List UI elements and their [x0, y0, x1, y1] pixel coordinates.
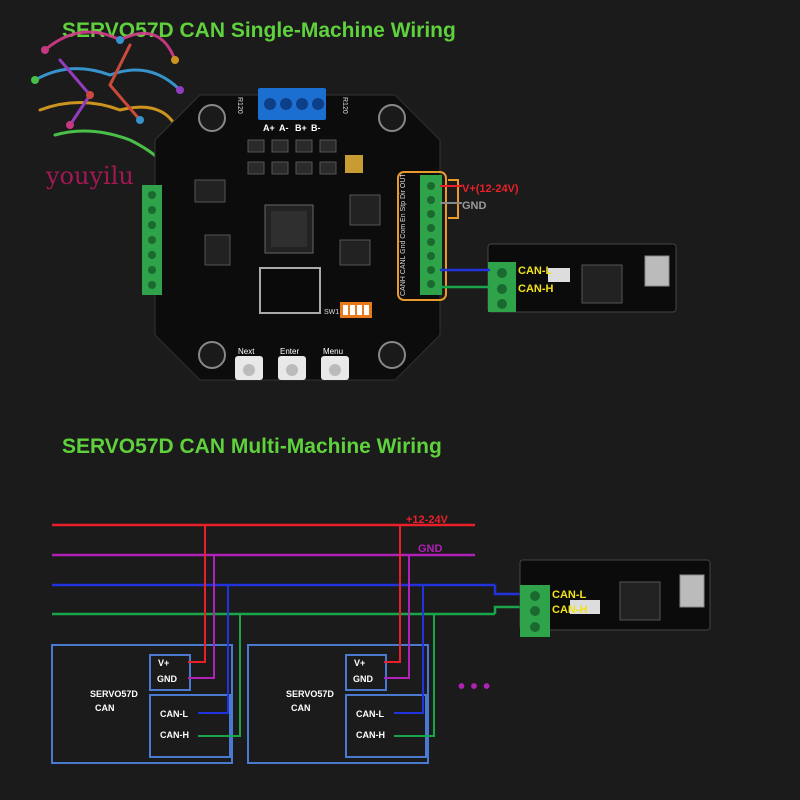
pin-a-plus-label: A+ — [263, 123, 275, 133]
more-devices-ellipsis: • • • — [458, 676, 490, 698]
r120-label: R120 — [236, 97, 243, 114]
menu-label: Menu — [323, 347, 343, 356]
single-wiring-title: SERVO57D CAN Single-Machine Wiring — [62, 19, 456, 42]
servo-device-2: SERVO57D CAN V+ GND CAN-L CAN-H — [247, 644, 429, 764]
sw1-label: SW1 — [324, 309, 339, 316]
motor-pin-labels: A+ A- B+ B- — [263, 123, 321, 133]
device-2-name: SERVO57D — [286, 689, 334, 699]
can-adapter-single — [487, 243, 677, 313]
servo-device-1: SERVO57D CAN V+ GND CAN-L CAN-H — [51, 644, 233, 764]
multi-adapter-can-h-label: CAN-H — [552, 604, 587, 616]
device-2-vplus: V+ — [354, 658, 365, 668]
watermark-text: youyilu — [46, 162, 134, 190]
single-power-labels: V+(12-24V) GND — [440, 179, 519, 219]
pin-b-minus-label: B- — [311, 123, 321, 133]
device-2-subname: CAN — [291, 703, 311, 713]
single-can-l-label: CAN-L — [518, 265, 552, 277]
device-1-can-h: CAN-H — [160, 730, 189, 740]
terminal-pin-labels: CANH CANL Gnd Com En Stp Dir OUT — [400, 173, 407, 296]
next-label: Next — [238, 347, 255, 356]
device-2-can-l: CAN-L — [356, 709, 384, 719]
capacitor — [345, 155, 363, 173]
device-1-vplus: V+ — [158, 658, 169, 668]
device-2-gnd: GND — [353, 674, 374, 684]
corner-ornaments — [198, 104, 406, 369]
enter-label: Enter — [280, 347, 299, 356]
single-can-h-label: CAN-H — [518, 283, 553, 295]
pin-a-minus-label: A- — [279, 123, 289, 133]
pin-b-plus-label: B+ — [295, 123, 307, 133]
r120-label-2: R120 — [341, 97, 348, 114]
multi-adapter-can-l-label: CAN-L — [552, 589, 586, 601]
oled-display — [259, 267, 321, 314]
board-buttons: Next Enter Menu — [235, 347, 349, 380]
device-1-subname: CAN — [95, 703, 115, 713]
terminal-highlight — [397, 171, 447, 301]
device-1-can-l: CAN-L — [160, 709, 188, 719]
vplus-label: V+(12-24V) — [462, 183, 519, 195]
multi-wiring-title: SERVO57D CAN Multi-Machine Wiring — [62, 435, 442, 458]
device-1-gnd: GND — [157, 674, 178, 684]
device-2-can-h: CAN-H — [356, 730, 385, 740]
servo57d-board: A+ A- B+ B- R120 R120 — [142, 88, 447, 381]
bus-gnd-label: GND — [418, 543, 443, 555]
gnd-label: GND — [462, 200, 487, 212]
device-1-name: SERVO57D — [90, 689, 138, 699]
can-adapter-multi — [519, 559, 711, 637]
right-terminal-block — [420, 175, 442, 295]
brain-logo — [31, 30, 184, 162]
bus-power-label: +12-24V — [406, 514, 449, 526]
